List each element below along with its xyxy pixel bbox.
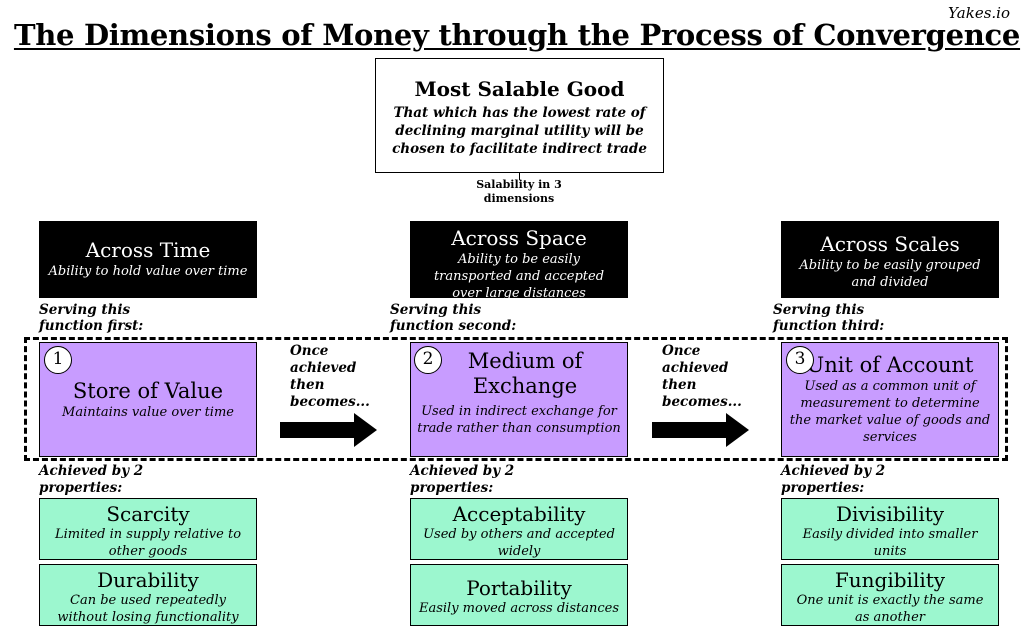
property-box-portability: Portability Easily moved across distance… (410, 564, 628, 626)
function-title: Store of Value (72, 379, 224, 403)
function-box-medium-of-exchange: Medium of Exchange Used in indirect exch… (410, 342, 628, 457)
serving-label-first: Serving this function first: (39, 302, 144, 334)
dimension-box-scales: Across Scales Ability to be easily group… (781, 221, 999, 298)
property-title: Scarcity (106, 502, 190, 526)
function-description: Used as a common unit of measurement to … (789, 379, 991, 445)
dimension-title: Across Space (451, 226, 587, 250)
brand-label: Yakes.io (948, 4, 1010, 22)
property-description: Can be used repeatedly without losing fu… (57, 593, 239, 625)
property-title: Durability (97, 568, 199, 592)
most-salable-good-description: That which has the lowest rate of declin… (392, 105, 647, 157)
achieved-label: Achieved by 2 properties: (39, 463, 144, 496)
dimension-description: Ability to be easily transported and acc… (433, 252, 605, 301)
connector-line (519, 173, 520, 180)
serving-label-second: Serving this function second: (390, 302, 517, 334)
most-salable-good-box: Most Salable Good That which has the low… (375, 58, 664, 173)
diagram-title: The Dimensions of Money through the Proc… (13, 18, 1021, 52)
function-description: Used in indirect exchange for trade rath… (417, 404, 621, 436)
step-number-badge: 2 (414, 346, 442, 374)
property-description: Used by others and accepted widely (423, 527, 615, 559)
most-salable-good-heading: Most Salable Good (414, 77, 625, 101)
property-description: One unit is exactly the same as another (796, 593, 984, 625)
property-title: Portability (466, 576, 572, 600)
function-title: Medium of Exchange (467, 349, 583, 398)
property-description: Easily moved across distances (418, 601, 620, 616)
transition-label-2: Once achieved then becomes... (662, 343, 742, 410)
dimension-box-space: Across Space Ability to be easily transp… (410, 221, 628, 301)
achieved-label: Achieved by 2 properties: (410, 463, 515, 496)
property-box-scarcity: Scarcity Limited in supply relative to o… (39, 498, 257, 560)
property-box-acceptability: Acceptability Used by others and accepte… (410, 498, 628, 560)
step-number-badge: 3 (786, 346, 814, 374)
property-description: Easily divided into smaller units (802, 527, 978, 559)
right-arrow-icon (652, 413, 749, 447)
property-box-durability: Durability Can be used repeatedly withou… (39, 564, 257, 626)
function-description: Maintains value over time (62, 405, 234, 420)
dimension-title: Across Scales (820, 232, 960, 256)
dimension-description: Ability to hold value over time (48, 264, 248, 279)
dimension-description: Ability to be easily grouped and divided (799, 258, 981, 290)
salability-label: Salability in 3 dimensions (476, 178, 562, 205)
property-title: Acceptability (452, 502, 586, 526)
property-title: Fungibility (834, 568, 946, 592)
property-box-fungibility: Fungibility One unit is exactly the same… (781, 564, 999, 626)
dimension-title: Across Time (85, 238, 211, 262)
function-box-unit-of-account: Unit of Account Used as a common unit of… (781, 342, 999, 457)
functions-dashed-outline (24, 337, 1008, 461)
right-arrow-icon (280, 413, 377, 447)
function-box-store-of-value: Store of Value Maintains value over time (39, 342, 257, 457)
serving-label-third: Serving this function third: (773, 302, 885, 334)
dimension-box-time: Across Time Ability to hold value over t… (39, 221, 257, 298)
transition-label-1: Once achieved then becomes... (290, 343, 370, 410)
achieved-label: Achieved by 2 properties: (781, 463, 886, 496)
step-number-badge: 1 (44, 346, 72, 374)
function-title: Unit of Account (806, 353, 974, 377)
property-box-divisibility: Divisibility Easily divided into smaller… (781, 498, 999, 560)
property-title: Divisibility (835, 502, 945, 526)
property-description: Limited in supply relative to other good… (54, 527, 242, 559)
